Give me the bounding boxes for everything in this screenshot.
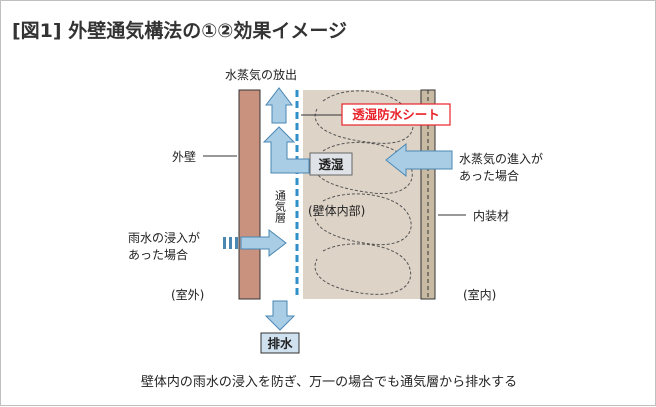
air-layer-label: 通気層 xyxy=(274,190,287,223)
outer-wall-panel xyxy=(238,89,261,300)
drainage-label: 排水 xyxy=(267,336,293,351)
vapor-entry-label-line1: 水蒸気の進入が xyxy=(459,151,543,166)
interior-finish-label: 内装材 xyxy=(473,209,509,223)
vapor-up-arrow xyxy=(264,87,294,124)
outer-wall-label: 外壁 xyxy=(172,149,196,164)
wall-interior-label: (壁体内部) xyxy=(308,203,365,218)
vapor-entry-arrow xyxy=(385,142,453,178)
rain-entry-arrow xyxy=(223,228,287,258)
vapor-entry-label-line2: あった場合 xyxy=(459,168,519,183)
drain-arrow xyxy=(264,300,296,331)
insulation-pattern xyxy=(314,90,414,295)
figure-title: [図1] 外壁通気構法の①②効果イメージ xyxy=(12,20,347,42)
outdoor-label: (室外) xyxy=(171,287,204,302)
vapor-path-arrow xyxy=(262,126,310,174)
membrane-label-box xyxy=(341,103,451,126)
rain-entry-label-line1: 雨水の浸入が xyxy=(128,230,200,245)
indoor-label: (室内) xyxy=(463,287,496,302)
vapor-release-label: 水蒸気の放出 xyxy=(225,67,297,82)
drainage-box xyxy=(260,332,300,354)
figure-caption: 壁体内の雨水の浸入を防ぎ、万一の場合でも通気層から排水する xyxy=(140,375,518,390)
moisture-permeable-box xyxy=(309,152,353,176)
membrane-label: 透湿防水シート xyxy=(352,107,440,122)
moisture-permeable-label: 透湿 xyxy=(318,157,344,172)
rain-entry-label-line2: あった場合 xyxy=(128,247,188,262)
